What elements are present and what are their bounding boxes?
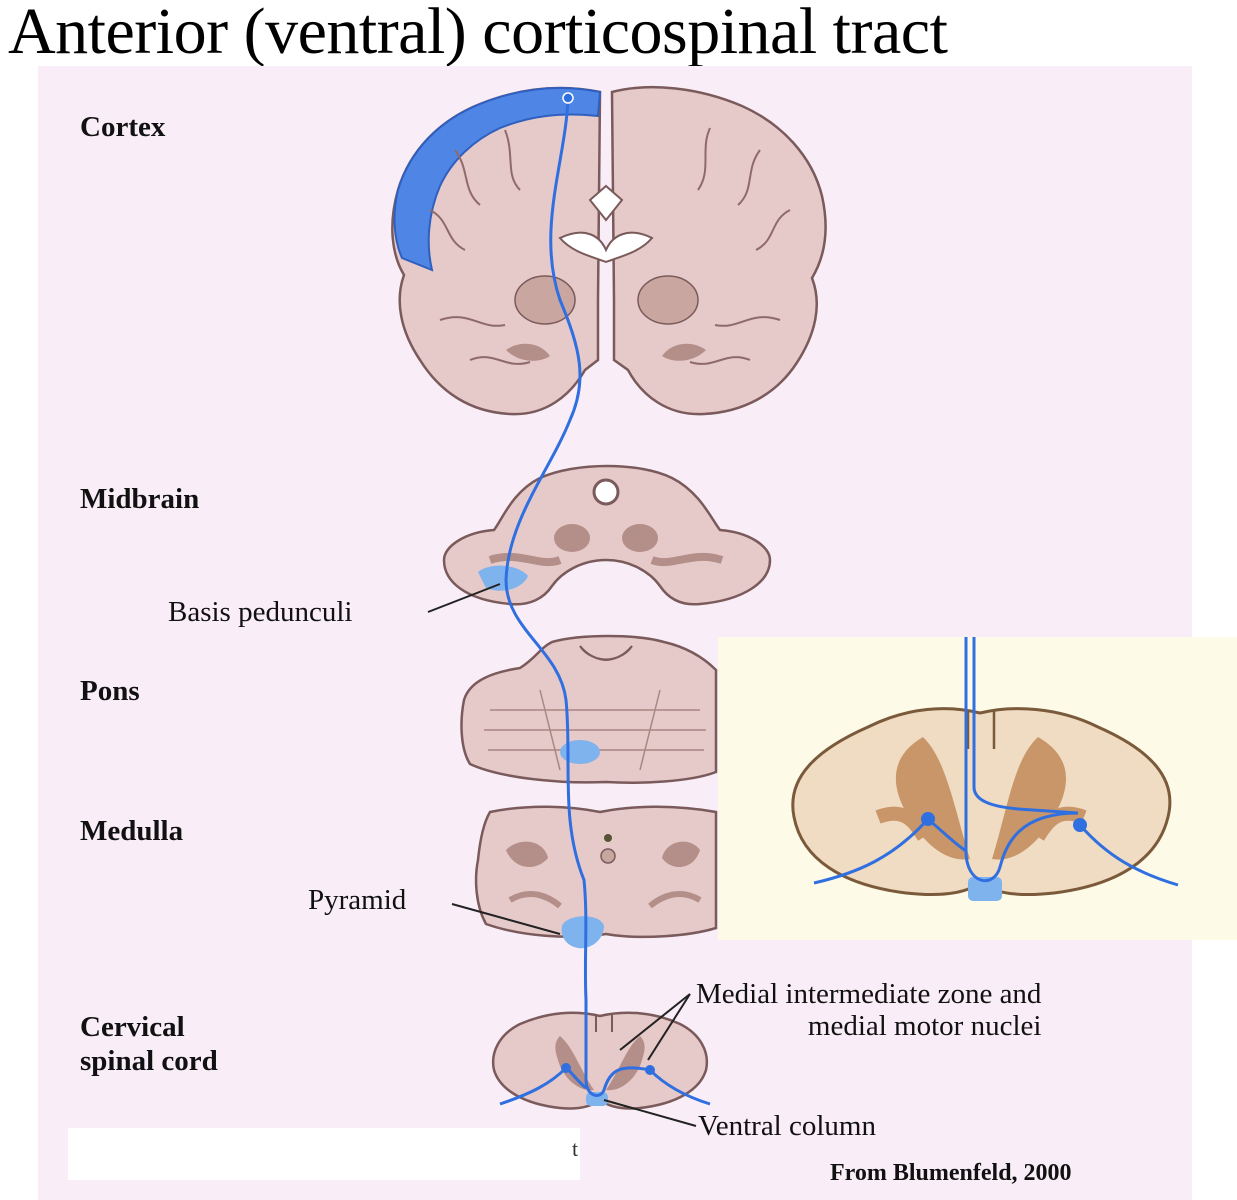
label-cortex: Cortex	[80, 111, 166, 143]
basis-pedunculi-highlight	[478, 565, 528, 591]
diagram-title: Anterior (ventral) corticospinal tract	[8, 0, 948, 68]
midbrain-section	[442, 464, 772, 606]
label-medulla: Medulla	[80, 815, 184, 847]
ventral-column-highlight	[586, 1092, 608, 1106]
basis-pedunculi-leader	[427, 583, 501, 613]
spinal-cord-inset	[718, 637, 1237, 940]
callout-medial-intermediate-zone: Medial intermediate zone and medial moto…	[696, 978, 1042, 1042]
source-credit: From Blumenfeld, 2000	[830, 1160, 1072, 1186]
motor-cortex-highlight	[393, 87, 602, 272]
callout-pyramid: Pyramid	[308, 884, 407, 916]
callout-ventral-column: Ventral column	[698, 1110, 876, 1142]
stray-mark: t	[572, 1136, 579, 1161]
inset-illustration	[791, 637, 1179, 901]
pyramid-highlight	[561, 916, 604, 949]
ventral-column-leader	[603, 1099, 697, 1127]
right-hemisphere	[610, 85, 827, 416]
label-midbrain: Midbrain	[80, 483, 200, 515]
pons-section	[460, 634, 718, 784]
medial-zone-leader-1	[647, 993, 691, 1061]
brain-coronal-section	[391, 85, 827, 416]
pons-tract-highlight	[560, 740, 600, 764]
callout-basis-pedunculi: Basis pedunculi	[168, 596, 353, 628]
pyramid-leader	[451, 903, 561, 935]
label-pons: Pons	[80, 675, 140, 707]
blank-box	[68, 1128, 580, 1180]
label-cervical-spinal-cord: Cervical spinal cord	[80, 1011, 218, 1077]
medulla-section	[474, 805, 718, 949]
corticospinal-tract-line	[504, 97, 651, 1097]
medial-zone-leader-2	[619, 993, 691, 1051]
